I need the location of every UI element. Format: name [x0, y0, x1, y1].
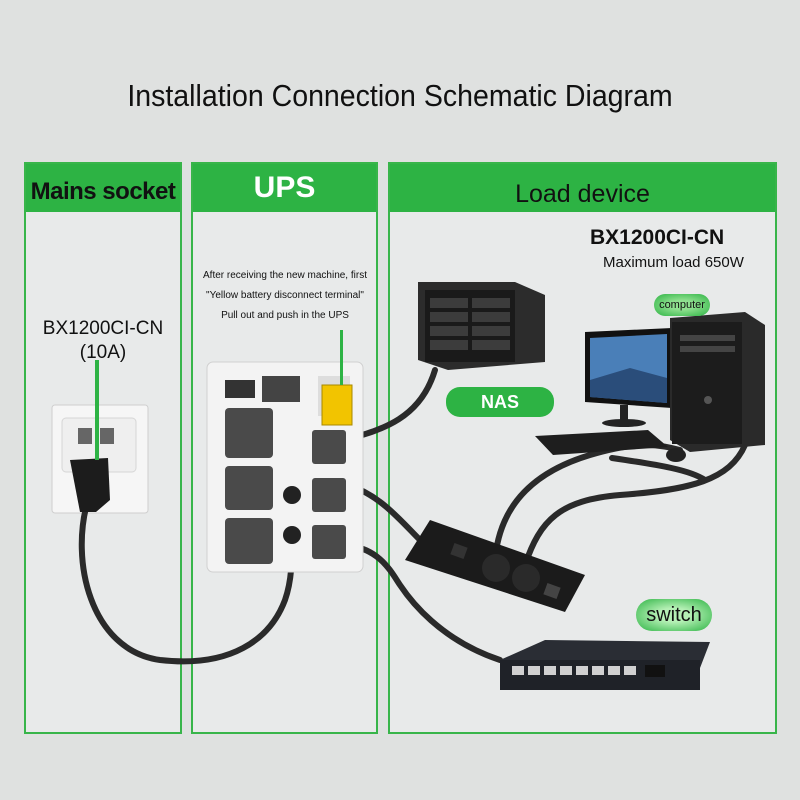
- load-model: BX1200CI-CN: [590, 226, 725, 249]
- ups-note-line-3: Pull out and push in the UPS: [221, 310, 349, 321]
- nas-label: NAS: [446, 387, 554, 417]
- load-device-header: Load device: [390, 164, 775, 212]
- switch-label: switch: [636, 599, 712, 631]
- mains-socket-heading: Mains socket: [30, 178, 176, 205]
- keyboard-icon: [535, 430, 668, 455]
- mains-socket-model: BX1200CI-CN: [42, 318, 164, 339]
- mains-socket-rating: (10A): [79, 342, 127, 363]
- ups-heading: UPS: [253, 171, 316, 204]
- pc-tower-icon: [670, 312, 765, 452]
- mains-socket-header: Mains socket: [26, 164, 180, 212]
- monitor-icon: [585, 328, 672, 427]
- load-max-capacity: Maximum load 650W: [603, 254, 744, 271]
- network-switch-icon: [500, 640, 710, 690]
- diagram-title: Installation Connection Schematic Diagra…: [127, 78, 673, 113]
- ups-unit-icon: [206, 330, 364, 573]
- mains-plug-icon: [70, 360, 110, 512]
- ups-header: UPS: [193, 164, 376, 212]
- mouse-icon: [666, 448, 686, 462]
- load-device-heading: Load device: [515, 180, 650, 208]
- ups-note-line-1: After receiving the new machine, first: [203, 270, 367, 281]
- power-strip-icon: [405, 520, 585, 612]
- nas-icon: [418, 282, 545, 370]
- ups-note-line-2: "Yellow battery disconnect terminal": [206, 290, 364, 301]
- computer-label: computer: [654, 294, 710, 316]
